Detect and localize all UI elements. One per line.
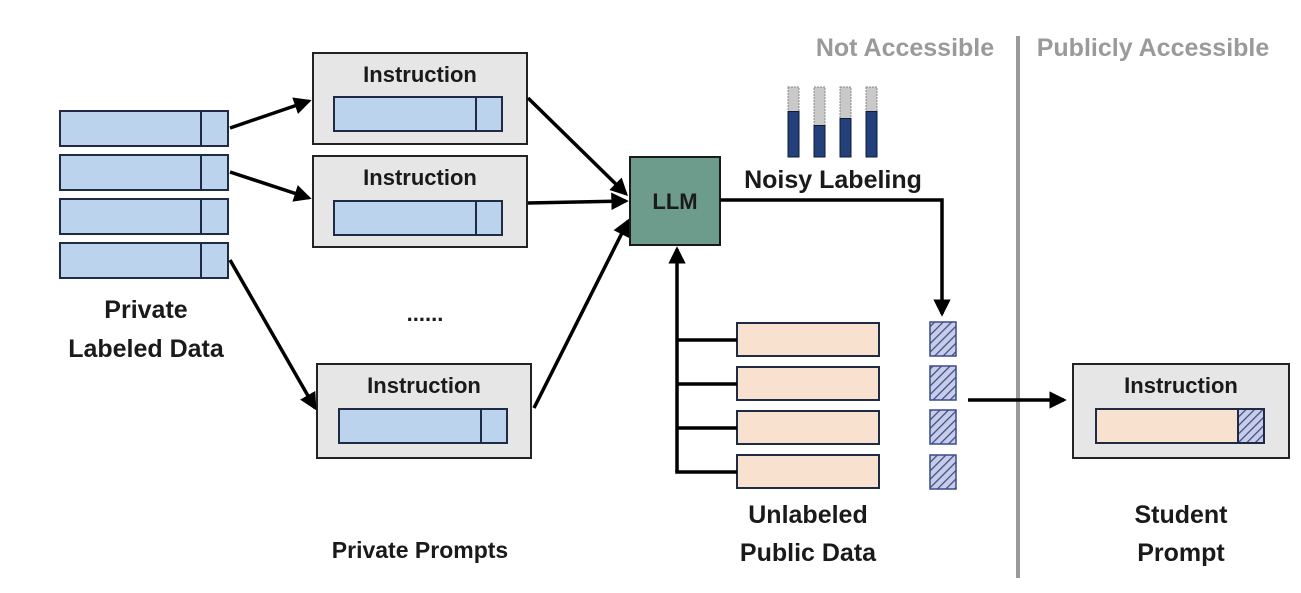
private-prompt-box: Instruction [312, 155, 528, 248]
noisy-bar-empty [813, 86, 826, 126]
arrow-prompt-3-to-llm [532, 218, 630, 409]
noisy-label-bars [787, 86, 878, 158]
unlabeled-public-data-label-line1: Unlabeled [748, 501, 867, 529]
private-labeled-data-label-line1: Private [104, 296, 187, 324]
not-accessible-header: Not Accessible [816, 34, 994, 62]
noisy-bar-filled [813, 125, 826, 158]
unlabeled-public-data-stack [736, 322, 880, 489]
noisy-label [929, 409, 957, 445]
private-prompt-box: Instruction [312, 52, 528, 145]
public-data-record [736, 322, 880, 357]
noisy-bar-filled [839, 118, 852, 158]
noisy-bar-empty [787, 86, 800, 112]
noisy-bar-empty [839, 86, 852, 119]
noisy-label [929, 454, 957, 490]
private-labeled-data-stack [59, 110, 229, 279]
instruction-label: Instruction [363, 165, 477, 190]
private-data-record [59, 198, 229, 235]
noisy-labels-stack [929, 321, 957, 490]
private-prompts-label: Private Prompts [332, 537, 508, 563]
private-data-record [59, 154, 229, 191]
noisy-bar-filled [787, 111, 800, 158]
noisy-labeling-label: Noisy Labeling [744, 166, 922, 194]
private-prompt-box: Instruction [316, 363, 532, 459]
arrow-public-data-to-llm [668, 246, 737, 474]
noisy-bar-filled [865, 111, 878, 158]
arrow-data-to-prompt-1 [229, 97, 312, 130]
unlabeled-public-data-label-line2: Public Data [740, 539, 877, 567]
student-prompt-box: Instruction [1072, 363, 1290, 459]
public-data-record [736, 454, 880, 489]
instruction-label: Instruction [363, 62, 477, 87]
arrow-prompt-2-to-llm [527, 192, 629, 211]
arrow-llm-to-noisy-labels [720, 198, 951, 317]
llm-label: LLM [652, 189, 697, 214]
llm-node: LLM [629, 156, 721, 246]
private-data-record [59, 110, 229, 147]
private-labeled-data-label-line2: Labeled Data [68, 335, 225, 363]
instruction-label: Instruction [367, 373, 481, 398]
arrow-data-to-prompt-2 [229, 170, 312, 202]
publicly-accessible-header: Publicly Accessible [1037, 34, 1270, 62]
noisy-label [929, 321, 957, 357]
noisy-bar-empty [865, 86, 878, 112]
student-prompt-label-line1: Student [1134, 501, 1228, 529]
public-data-record [736, 410, 880, 445]
private-data-record [59, 242, 229, 279]
ellipsis-label: ...... [407, 301, 444, 326]
public-data-record [736, 366, 880, 401]
instruction-label: Instruction [1124, 373, 1238, 398]
noisy-label [929, 365, 957, 401]
arrow-prompt-1-to-llm [526, 96, 629, 196]
student-prompt-label-line2: Prompt [1137, 539, 1225, 567]
arrow-data-to-prompt-3 [228, 259, 317, 411]
